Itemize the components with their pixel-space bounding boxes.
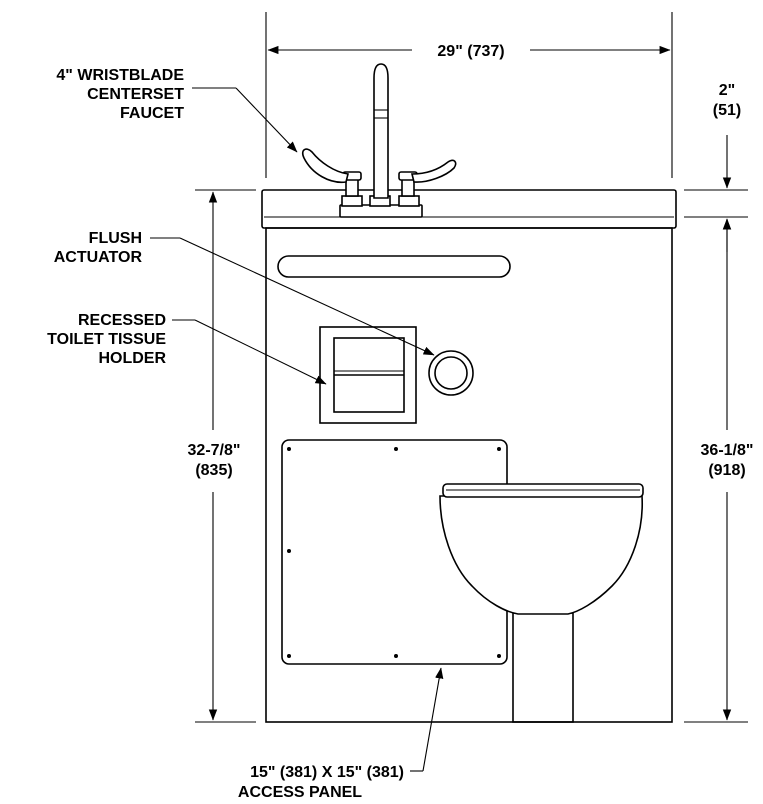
faucet-label-line1: 4" WRISTBLADE (56, 67, 184, 84)
deck-height-metric: (51) (713, 102, 741, 119)
overall-width-label: 29" (737) (437, 43, 504, 60)
flush-label-line2: ACTUATOR (54, 249, 143, 266)
tissue-label-line3: HOLDER (98, 350, 166, 367)
access-panel-label-line1: 15" (381) X 15" (381) (250, 764, 404, 781)
faucet-label-line2: CENTERSET (87, 86, 184, 103)
deck-height-imperial: 2" (719, 82, 735, 99)
toilet-illustration (439, 483, 644, 723)
flush-actuator-illustration (428, 350, 474, 396)
tissue-label-line1: RECESSED (78, 312, 166, 329)
tissue-holder-illustration (319, 326, 417, 424)
faucet-illustration (301, 63, 457, 218)
tissue-label-line2: TOILET TISSUE (47, 331, 166, 348)
drain-slot (277, 255, 511, 278)
flush-label-line1: FLUSH (89, 230, 142, 247)
faucet-label-line3: FAUCET (120, 105, 184, 122)
extension-lines (195, 12, 748, 723)
cabinet-height-imperial: 32-7/8" (188, 442, 241, 459)
cabinet-body (265, 227, 673, 723)
deck-top (261, 189, 677, 229)
access-panel-label-line2: ACCESS PANEL (238, 784, 362, 801)
cabinet-height-metric: (835) (195, 462, 232, 479)
leader-lines (150, 87, 444, 772)
overall-height-imperial: 36-1/8" (701, 442, 754, 459)
overall-height-metric: (918) (708, 462, 745, 479)
